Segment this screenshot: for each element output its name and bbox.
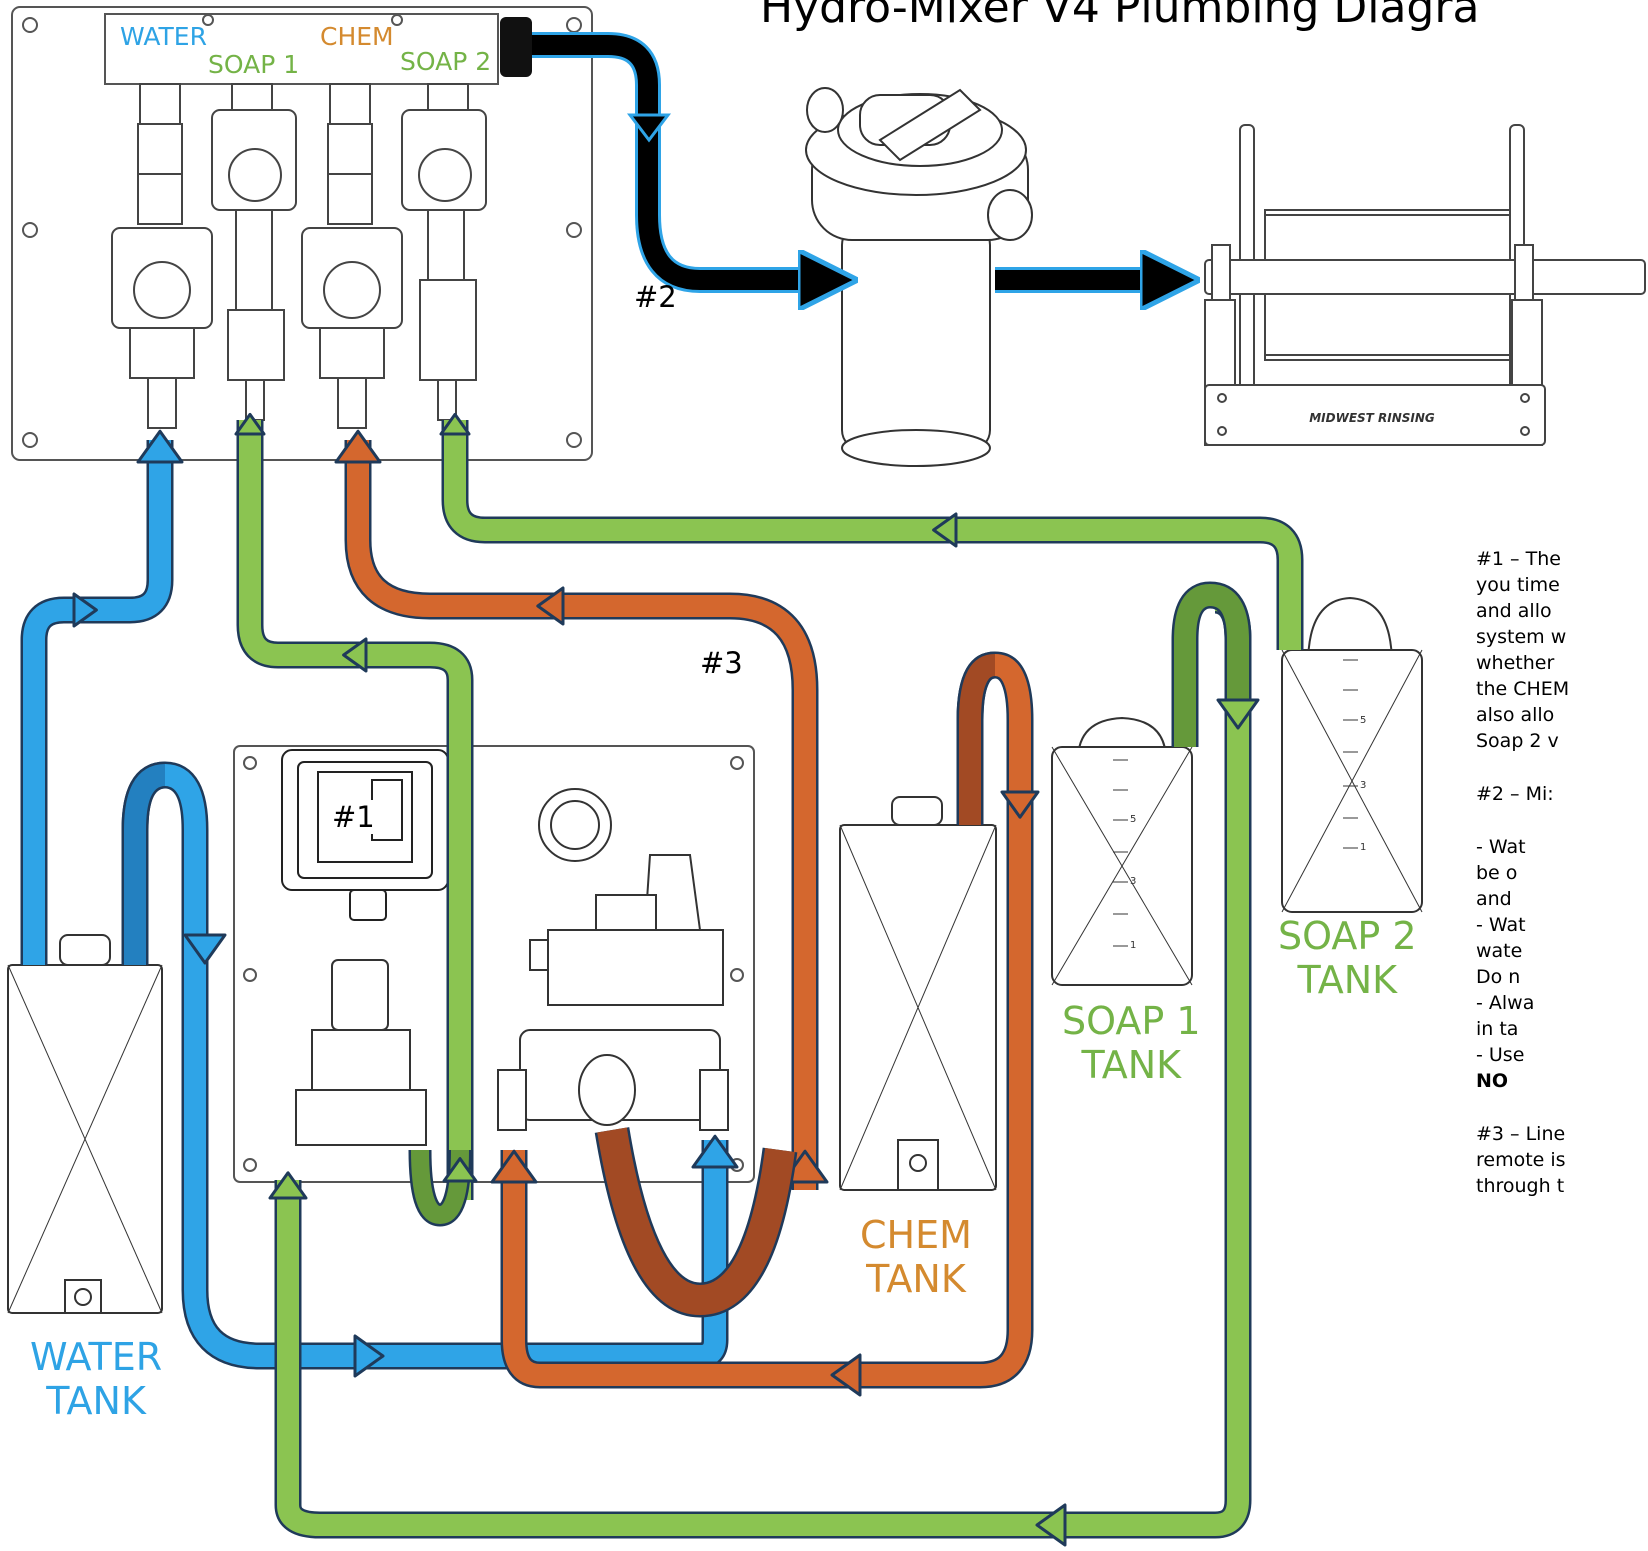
soap2-tank xyxy=(1281,596,1423,913)
note-line xyxy=(1476,807,1648,834)
chem-supply-line xyxy=(347,440,816,1190)
water-tank-label-line2: TANK xyxy=(46,1379,146,1423)
mixing-pump xyxy=(497,854,729,1131)
marker-1: #1 xyxy=(328,800,379,834)
chem-supply-left-arrow xyxy=(536,586,565,626)
soap2-tank-label-line2: TANK xyxy=(1297,958,1398,1002)
manifold-label-soap2: SOAP 2 xyxy=(400,47,492,76)
note-line: whether xyxy=(1476,652,1555,674)
soap1-tank-label: SOAP 1 TANK xyxy=(1062,999,1201,1087)
manifold-outlet-plug xyxy=(500,17,532,77)
chem-tank-label-line2: TANK xyxy=(866,1257,966,1301)
note-line: - Alwa xyxy=(1476,992,1535,1014)
note-line xyxy=(1476,754,1648,781)
manifold-label-chem: CHEM xyxy=(320,22,394,51)
tank-scale-soap1: 5 3 1 xyxy=(1130,814,1136,951)
chem-tank xyxy=(839,796,997,1191)
note-line: be o xyxy=(1476,862,1518,884)
soap1-tank-down-arrow xyxy=(1216,698,1260,730)
chem-tank-label-line1: CHEM xyxy=(860,1213,972,1257)
tank-scale-soap2: 5 3 1 xyxy=(1360,715,1366,853)
note-line: Do n xyxy=(1476,966,1521,988)
chem-pump-in-up-arrow xyxy=(490,1149,538,1184)
note-line: also allo xyxy=(1476,704,1555,726)
marker-2: #2 xyxy=(634,280,677,314)
soap2-tank-label: SOAP 2 TANK xyxy=(1278,914,1417,1002)
soap1-supply-left-arrow xyxy=(342,637,368,673)
note-line: system w xyxy=(1476,626,1567,648)
water-tank-label-line1: WATER xyxy=(30,1335,163,1379)
note-line: remote is xyxy=(1476,1149,1566,1171)
soap1-solenoid-up-arrow xyxy=(442,1157,478,1183)
water-manifold-up-arrow xyxy=(136,429,184,464)
scale-5: 5 xyxy=(1360,715,1366,726)
manifold-valves xyxy=(111,83,487,429)
marker-3: #3 xyxy=(700,646,743,680)
note-line: Soap 2 v xyxy=(1476,730,1559,752)
chem-tank-down-arrow xyxy=(1000,790,1040,819)
soap1-tank xyxy=(1051,716,1193,986)
manifold-label-soap1: SOAP 1 xyxy=(208,50,300,79)
solenoid-valve xyxy=(295,959,427,1146)
manifold-label-water: WATER xyxy=(120,22,207,51)
note-line: - Wat xyxy=(1476,914,1526,936)
water-pump-up-arrow xyxy=(691,1134,739,1169)
note-line xyxy=(1476,1094,1648,1121)
soap2-tank-label-line1: SOAP 2 xyxy=(1278,914,1417,958)
scale-3: 3 xyxy=(1360,780,1366,791)
note-line: the CHEM xyxy=(1476,678,1570,700)
notes-panel: #1 – The you time and allo system w whether t… xyxy=(1476,546,1648,1199)
soap1-solenoid-loop xyxy=(411,1149,469,1224)
water-tank-down-arrow xyxy=(183,933,227,965)
soap1-tank-label-line2: TANK xyxy=(1081,1043,1182,1087)
hose-reel xyxy=(1204,124,1646,446)
filter-housing xyxy=(805,87,1033,467)
water-supply-right-arrow xyxy=(72,592,98,628)
soap1-tank-label-line1: SOAP 1 xyxy=(1062,999,1201,1043)
scale-1: 1 xyxy=(1360,842,1366,853)
note-line: and xyxy=(1476,888,1512,910)
note-line: #2 – Mi: xyxy=(1476,783,1554,805)
soap-return-left-arrow xyxy=(1035,1503,1067,1547)
note-line: NO xyxy=(1476,1070,1509,1092)
water-flow-right-arrow xyxy=(353,1334,385,1378)
reel-brand: MIDWEST RINSING xyxy=(1309,411,1435,425)
scale-5: 5 xyxy=(1130,814,1136,825)
soap2-manifold-up-arrow xyxy=(439,412,471,436)
chem-tank-loop-inner xyxy=(959,654,997,825)
soap1-tank-loop xyxy=(1174,584,1249,747)
chem-tank-label: CHEM TANK xyxy=(860,1213,972,1301)
soap-return-up-arrow xyxy=(268,1171,308,1200)
water-tank xyxy=(7,934,163,1314)
page-title: Hydro-Mixer V4 Plumbing Diagra xyxy=(760,0,1480,33)
hoses xyxy=(20,412,1304,1547)
outlet-hose xyxy=(532,32,1172,280)
soap1-manifold-up-arrow xyxy=(234,412,266,436)
note-line: in ta xyxy=(1476,1018,1519,1040)
note-line: wate xyxy=(1476,940,1523,962)
chem-return-left-arrow xyxy=(830,1353,862,1397)
water-tank-loop-inner xyxy=(124,764,167,965)
note-line: #3 – Line xyxy=(1476,1123,1566,1145)
note-line: - Use xyxy=(1476,1044,1525,1066)
note-line: and allo xyxy=(1476,600,1552,622)
horn xyxy=(538,788,612,862)
note-line: - Wat xyxy=(1476,836,1526,858)
chem-bypass-loop xyxy=(597,1127,795,1315)
note-line: through t xyxy=(1476,1175,1565,1197)
scale-3: 3 xyxy=(1130,876,1136,887)
soap2-supply-line xyxy=(444,420,1301,650)
water-tank-label: WATER TANK xyxy=(30,1335,162,1423)
soap2-supply-left-arrow xyxy=(932,512,958,548)
scale-1: 1 xyxy=(1130,940,1136,951)
chem-manifold-up-arrow xyxy=(334,429,382,464)
note-line: you time xyxy=(1476,574,1560,596)
note-line: #1 – The xyxy=(1476,548,1561,570)
